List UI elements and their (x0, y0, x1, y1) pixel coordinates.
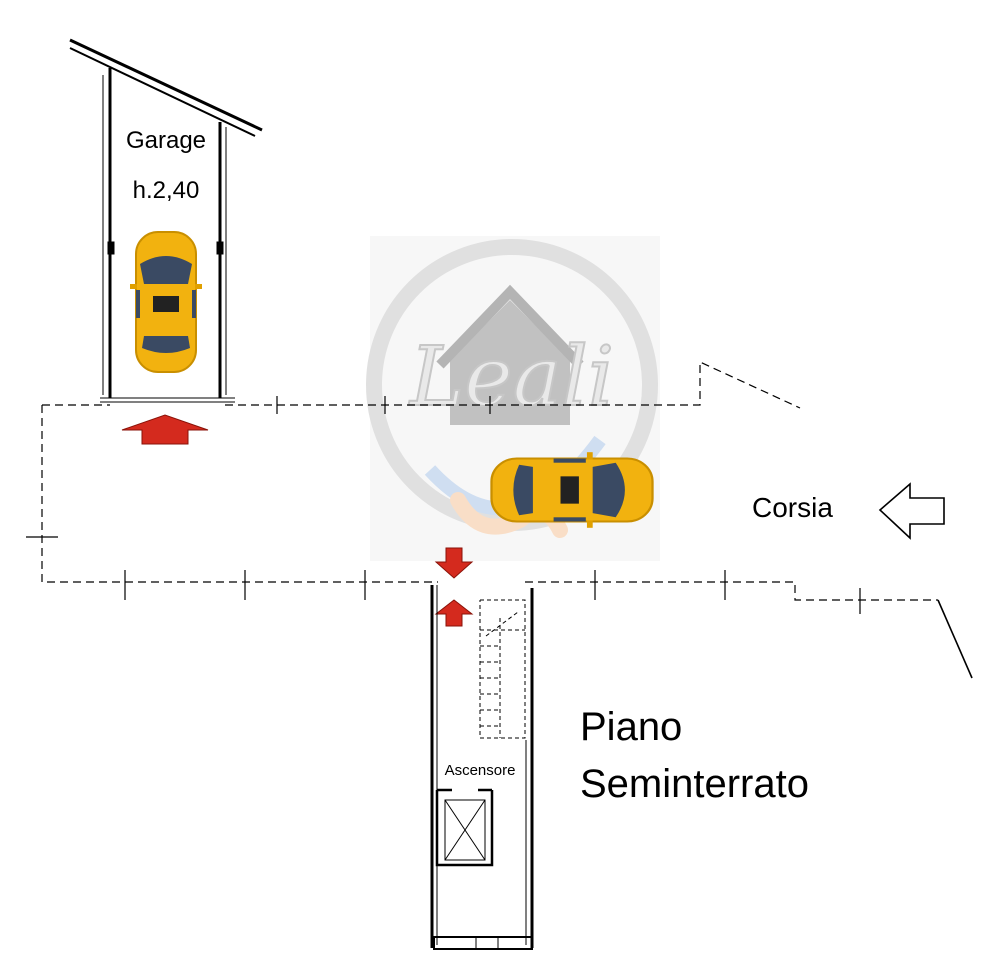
floor-name-line1: Piano (580, 705, 682, 749)
stairs-icon (479, 599, 526, 739)
arrow-left-outline-icon (878, 482, 945, 540)
arrow-up-icon (121, 414, 209, 445)
garage-room (69, 38, 263, 403)
elevator-shaft-icon (435, 788, 494, 867)
corsia-label: Corsia (752, 492, 833, 523)
car-icon (129, 231, 203, 373)
stair-block (430, 585, 534, 950)
arrow-up-icon (434, 599, 474, 627)
garage-height: h.2,40 (133, 177, 200, 204)
car-icon (490, 451, 654, 529)
garage-title: Garage (126, 127, 206, 154)
arrow-down-icon (434, 547, 474, 579)
elevator-label: Ascensore (445, 762, 516, 779)
floor-name-line2: Seminterrato (580, 762, 809, 806)
corridor-ticks (26, 396, 973, 679)
corridor-outline (41, 361, 938, 601)
watermark-text: Leali (408, 330, 614, 425)
